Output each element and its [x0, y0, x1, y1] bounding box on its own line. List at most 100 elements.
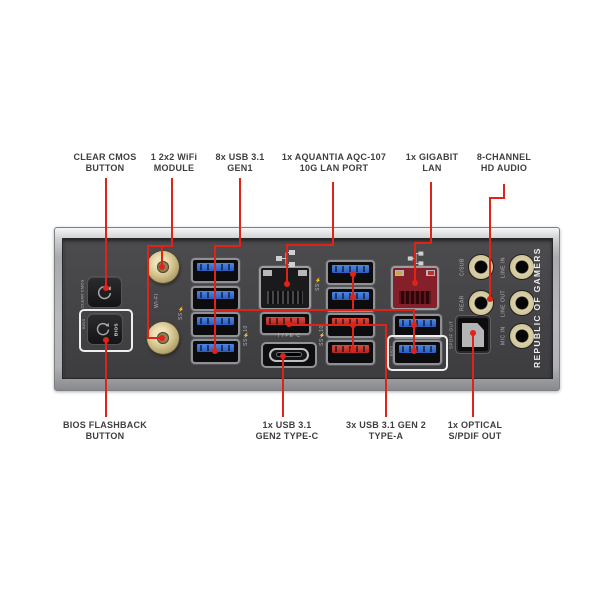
callout-line: 1x USB 3.1: [262, 420, 312, 430]
usb-port-red: [262, 314, 309, 333]
leader-wifi: [147, 245, 149, 339]
callout-wifi-module: 1 2x2 WiFi MODULE: [151, 152, 197, 174]
reset-arrow-icon: [96, 322, 109, 336]
leader-wifi: [147, 245, 173, 247]
callout-hd-audio: 8-CHANNEL HD AUDIO: [477, 152, 531, 174]
leader-dot: [350, 294, 356, 300]
bios-button-label: BIOS: [113, 322, 119, 336]
leader-dot: [411, 348, 417, 354]
leader-usb-gen2: [352, 324, 354, 352]
audio-jack-label-rear: REAR: [459, 295, 466, 311]
leader-10g-lan: [286, 244, 288, 285]
callout-line: BUTTON: [85, 431, 125, 441]
callout-line: LAN: [422, 163, 442, 173]
leader-dot: [411, 322, 417, 328]
spdif-out-label: SPDIF OUT: [448, 320, 454, 349]
audio-jack-mic-in: [510, 324, 534, 348]
callout-10g-lan: 1x AQUANTIA AQC-107 10G LAN PORT: [282, 152, 386, 174]
republic-of-gamers-label: REPUBLIC OF GAMERS: [532, 247, 542, 368]
callout-gigabit-lan: 1x GIGABIT LAN: [406, 152, 459, 174]
callout-line: 8x USB 3.1: [215, 152, 265, 162]
lan-led-red: [428, 271, 434, 275]
callout-line: BIOS FLASHBACK: [63, 420, 147, 430]
leader-dot: [103, 285, 109, 291]
leader-usb-gen2: [385, 325, 387, 417]
leader-dot: [284, 281, 290, 287]
callout-line: TYPE-A: [368, 431, 404, 441]
leader-dot: [350, 322, 356, 328]
leader-gigabit-lan: [414, 242, 432, 244]
bios-flashback-port-outline: [387, 335, 448, 371]
leader-wifi: [147, 337, 163, 339]
callout-optical-spdif: 1x OPTICAL S/PDIF OUT: [448, 420, 503, 442]
leader-dot: [286, 321, 292, 327]
callout-line: 8-CHANNEL: [476, 152, 532, 162]
leader-dot: [487, 296, 493, 302]
leader-usb-gen1: [214, 245, 241, 247]
leader-usb-gen1: [214, 245, 216, 352]
leader-bios-flashback: [105, 340, 107, 417]
callout-clear-cmos-button: CLEAR CMOS BUTTON: [74, 152, 137, 174]
leader-clear-cmos: [105, 178, 107, 288]
superspeed-usb-label: SS⚡: [178, 305, 184, 321]
leader-dot: [412, 280, 418, 286]
callout-usb31-gen2-type-a: 3x USB 3.1 GEN 2 TYPE-A: [346, 420, 426, 442]
leader-usb-gen1: [239, 178, 241, 246]
leader-dot: [159, 264, 165, 270]
audio-jack-line-in: [510, 255, 534, 279]
type-c-label: TYPE C: [276, 333, 302, 339]
callout-line: 1x AQUANTIA AQC-107: [281, 152, 387, 162]
leader-gigabit-lan: [414, 242, 416, 284]
callout-line: 1x GIGABIT: [405, 152, 459, 162]
leader-type-c: [282, 356, 284, 417]
callout-usb-type-c: 1x USB 3.1 GEN2 TYPE-C: [256, 420, 319, 442]
leader-dot: [470, 330, 476, 336]
audio-jack-label-line-in: LINE IN: [500, 256, 507, 278]
callout-line: MODULE: [153, 163, 195, 173]
callout-line: S/PDIF OUT: [448, 431, 502, 441]
leader-dot: [280, 353, 286, 359]
callout-line: 10G LAN PORT: [299, 163, 369, 173]
wifi-label: WI-FI: [154, 293, 160, 309]
leader-10g-lan: [286, 244, 334, 246]
superspeed10-usb-label: SS⚡10: [243, 325, 249, 347]
callout-line: CLEAR CMOS: [73, 152, 137, 162]
superspeed10-usb-label: SS⚡10: [319, 325, 325, 347]
usb-type-c-port: [263, 344, 315, 366]
audio-jack-label-line-out: LINE OUT: [500, 289, 507, 317]
callout-line: HD AUDIO: [480, 163, 528, 173]
callout-line: 1x OPTICAL: [447, 420, 503, 430]
audio-jack-label-csub: C/SUB: [459, 258, 466, 276]
superspeed-usb-label: SS⚡: [315, 276, 321, 292]
callout-line: 1 2x2 WiFi: [150, 152, 198, 162]
leader-dot: [212, 348, 218, 354]
leader-optical: [472, 333, 474, 417]
usb-port-blue-bios-flashback: [395, 342, 440, 363]
leader-10g-lan: [332, 182, 334, 246]
leader-usb-gen1: [214, 309, 415, 311]
leader-usb-gen1: [352, 272, 354, 311]
leader-hd-audio: [489, 197, 505, 199]
audio-jack-label-mic-in: MIC IN: [500, 326, 507, 346]
lan-led-amber: [396, 271, 402, 275]
leader-dot: [350, 347, 356, 353]
lan-network-icon: [407, 251, 424, 266]
callout-bios-flashback: BIOS FLASHBACK BUTTON: [63, 420, 147, 442]
callout-line: GEN1: [227, 163, 253, 173]
leader-wifi: [161, 245, 163, 268]
clear-cmos-button: [88, 277, 121, 307]
usb-port-blue: [395, 316, 440, 337]
leader-hd-audio: [503, 184, 505, 199]
lan-port-10g: [261, 268, 309, 308]
leader-dot: [103, 337, 109, 343]
callout-line: 3x USB 3.1 GEN 2: [345, 420, 427, 430]
audio-jack-line-out: [510, 291, 534, 315]
callout-line: BUTTON: [85, 163, 125, 173]
clear-cmos-side-label: CLEAR CMOS: [79, 279, 85, 309]
leader-usb-gen2: [288, 324, 387, 326]
bios-side-label: BIOS: [81, 318, 86, 330]
leader-dot: [159, 335, 165, 341]
leader-dot: [350, 271, 356, 277]
bios-port-label: BIOS: [388, 345, 394, 357]
